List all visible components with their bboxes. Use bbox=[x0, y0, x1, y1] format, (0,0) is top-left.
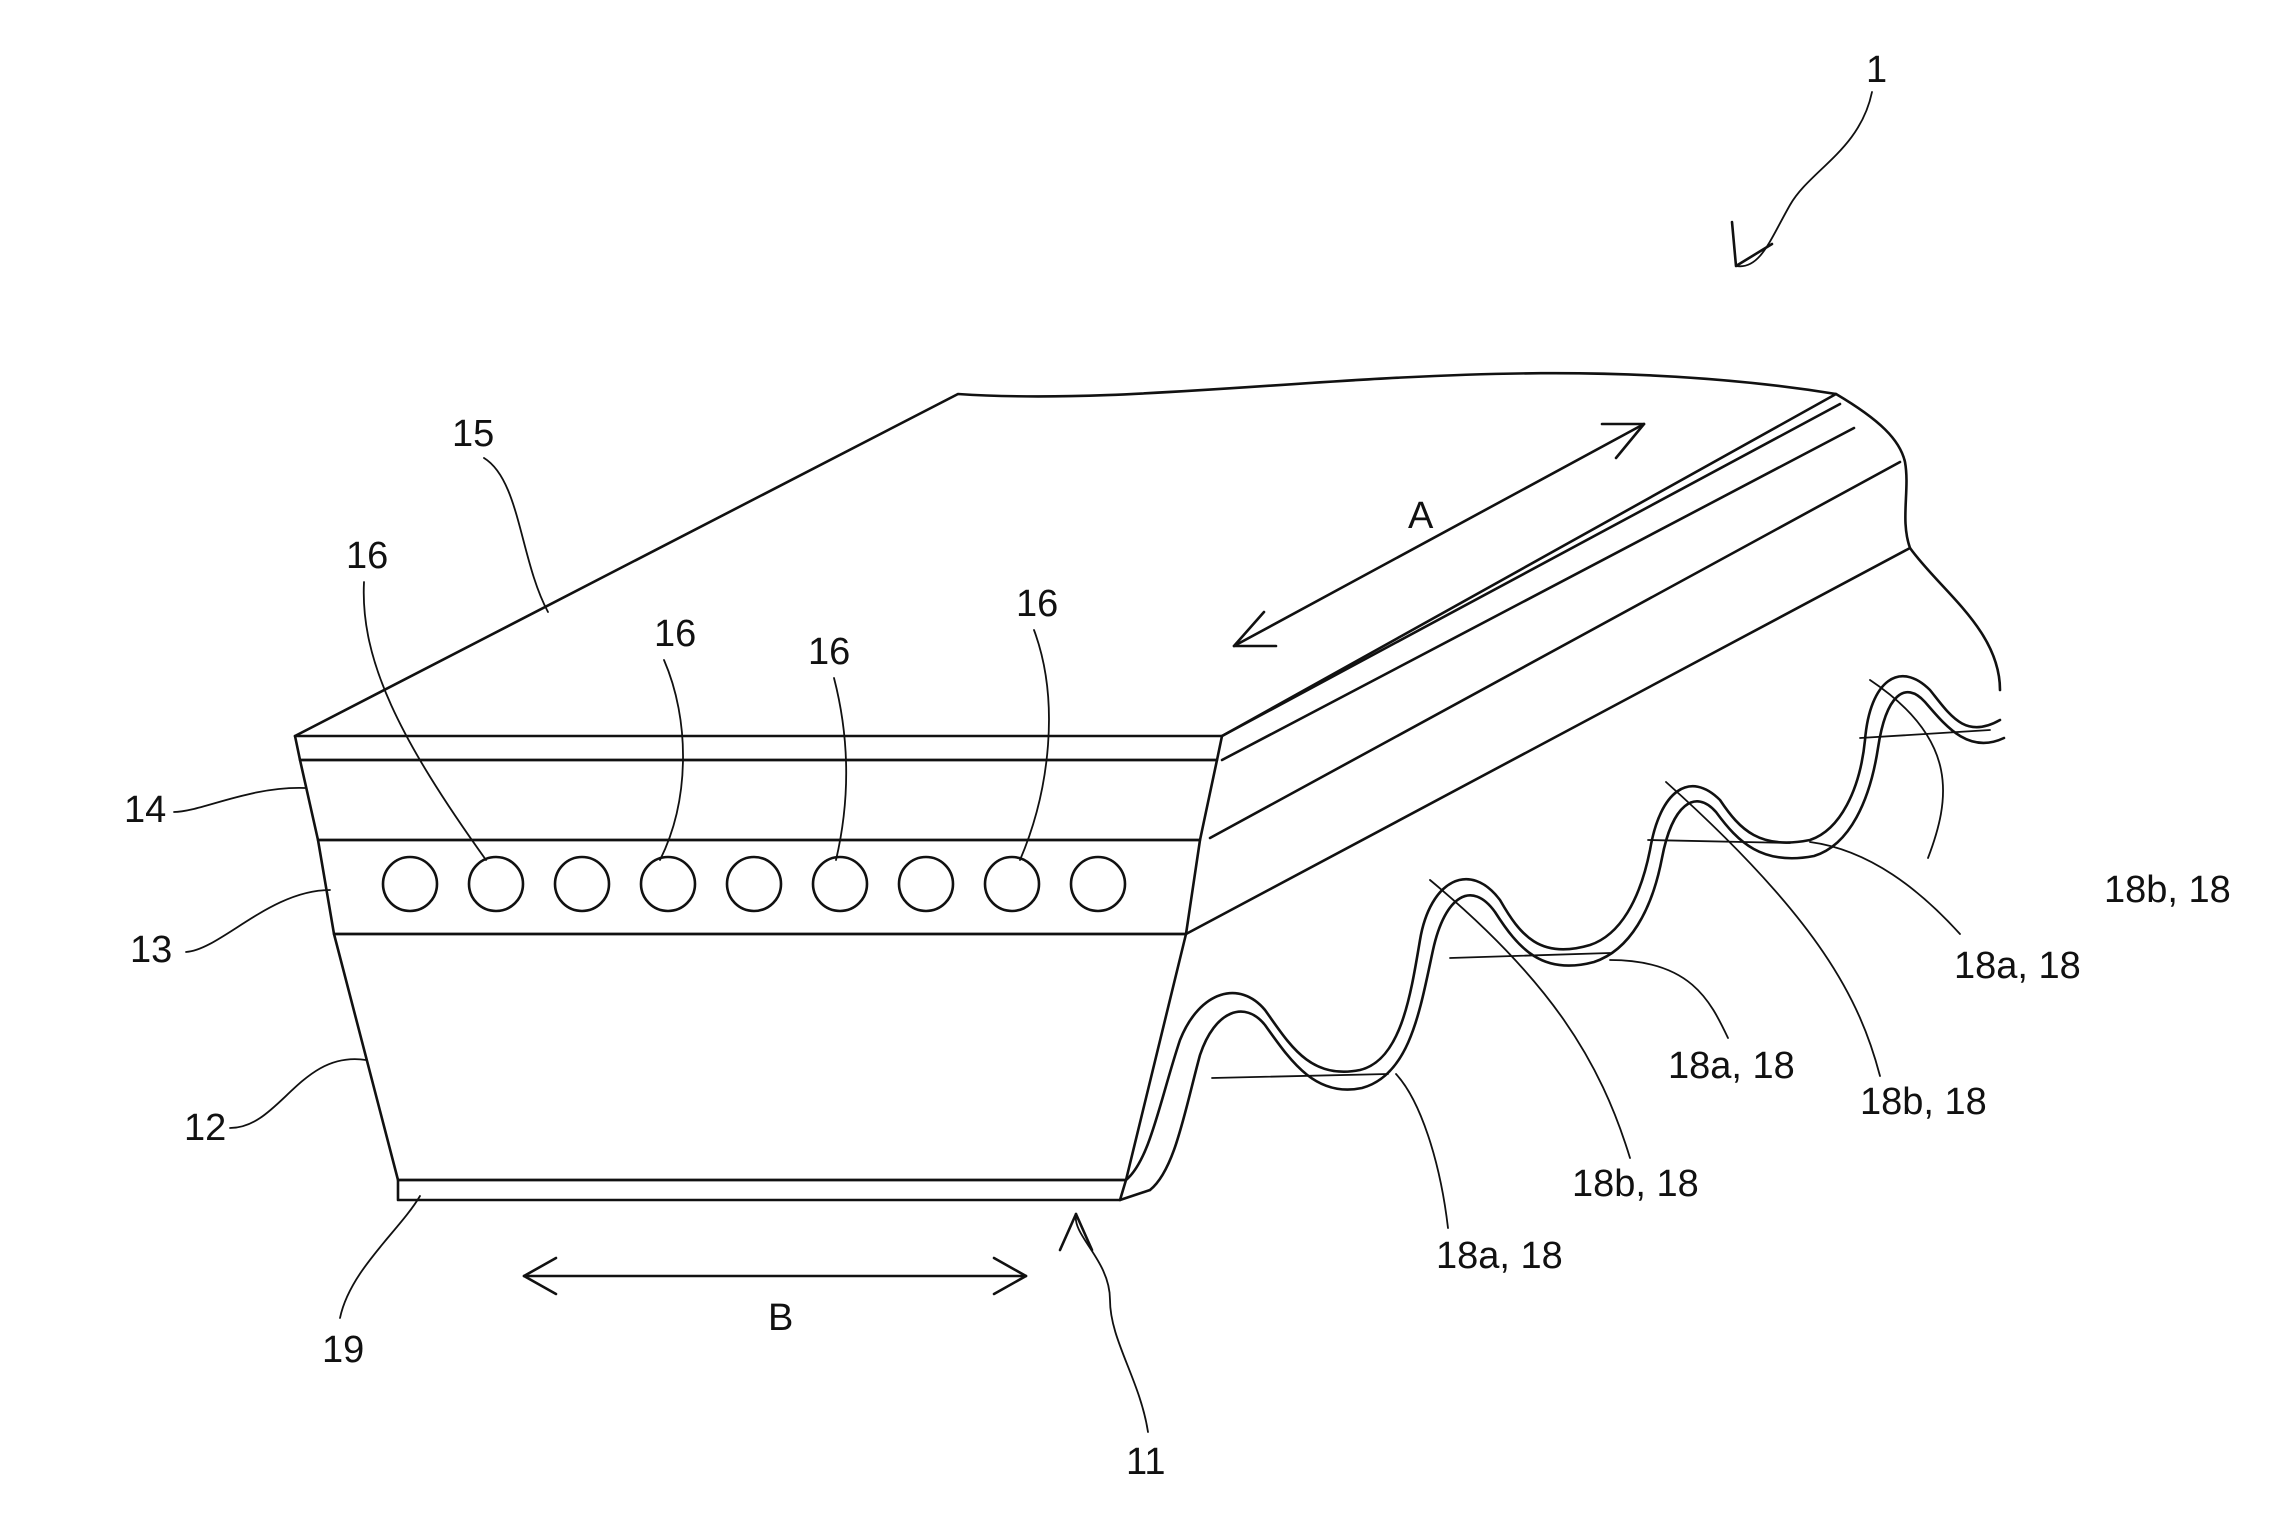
layer-12-compression bbox=[334, 934, 1186, 1180]
label-ref-18b-3: 18b, 18 bbox=[1572, 1163, 1699, 1205]
cord-16 bbox=[383, 857, 437, 911]
cord-16 bbox=[1071, 857, 1125, 911]
label-ref-1: 1 bbox=[1866, 49, 1887, 91]
label-ref-14: 14 bbox=[124, 789, 166, 831]
label-ref-18a-1: 18a, 18 bbox=[1954, 945, 2081, 987]
label-ref-16-d: 16 bbox=[1016, 583, 1058, 625]
belt-top-surface bbox=[295, 373, 1836, 736]
leader-11 bbox=[1076, 1214, 1148, 1432]
label-ref-13: 13 bbox=[130, 929, 172, 971]
cord-16 bbox=[899, 857, 953, 911]
leader-12 bbox=[230, 1059, 366, 1128]
cord-16 bbox=[985, 857, 1039, 911]
label-ref-16-b: 16 bbox=[654, 613, 696, 655]
leader-16-a bbox=[364, 582, 486, 860]
label-ref-15: 15 bbox=[452, 413, 494, 455]
leader-14 bbox=[174, 788, 305, 812]
label-ref-16-a: 16 bbox=[346, 535, 388, 577]
cord-16 bbox=[813, 857, 867, 911]
layer-14-adhesion bbox=[300, 760, 1217, 840]
cord-row bbox=[383, 857, 1125, 911]
reference-labels: 1 15 16 16 16 16 14 13 12 19 11 A B 18b,… bbox=[124, 49, 2231, 1483]
label-ref-19: 19 bbox=[322, 1329, 364, 1371]
leader-1-arrowhead bbox=[1732, 222, 1772, 266]
leader-16-d bbox=[1020, 630, 1049, 860]
leader-18b-1 bbox=[1870, 680, 1943, 858]
layer-13-cord bbox=[318, 840, 1200, 934]
leader-18a-2 bbox=[1610, 960, 1728, 1038]
label-arrow-b: B bbox=[768, 1297, 793, 1339]
leader-18a-3 bbox=[1396, 1074, 1448, 1228]
label-ref-16-c: 16 bbox=[808, 631, 850, 673]
label-ref-18b-1: 18b, 18 bbox=[2104, 869, 2231, 911]
label-arrow-a: A bbox=[1408, 495, 1434, 537]
label-ref-18b-2: 18b, 18 bbox=[1860, 1081, 1987, 1123]
layer-15-cover bbox=[295, 736, 1222, 760]
cord-16 bbox=[555, 857, 609, 911]
layer-19-bottom-cover bbox=[398, 1180, 1126, 1200]
leader-18a-1 bbox=[1810, 842, 1960, 934]
cord-16 bbox=[727, 857, 781, 911]
belt-back-edge bbox=[1836, 394, 2000, 690]
leader-15 bbox=[484, 458, 548, 612]
leader-13 bbox=[186, 890, 330, 952]
side-line-1 bbox=[1222, 404, 1840, 736]
side-line-3 bbox=[1210, 462, 1900, 838]
leader-16-c bbox=[834, 678, 846, 860]
leader-18b-3 bbox=[1430, 880, 1630, 1158]
leader-19 bbox=[340, 1196, 420, 1318]
bottom-edge-connector bbox=[1120, 1190, 1150, 1200]
leader-1 bbox=[1736, 92, 1872, 266]
label-ref-18a-2: 18a, 18 bbox=[1668, 1045, 1795, 1087]
leader-lines bbox=[174, 92, 1960, 1432]
leader-18b-2 bbox=[1666, 782, 1880, 1076]
side-line-2 bbox=[1222, 428, 1854, 760]
label-ref-18a-3: 18a, 18 bbox=[1436, 1235, 1563, 1277]
side-line-4 bbox=[1186, 548, 1910, 934]
label-ref-12: 12 bbox=[184, 1107, 226, 1149]
arrow-b bbox=[524, 1258, 1026, 1294]
cord-16 bbox=[469, 857, 523, 911]
tooth-base-line-1 bbox=[1212, 1074, 1388, 1078]
label-ref-11: 11 bbox=[1126, 1441, 1165, 1483]
cord-16 bbox=[641, 857, 695, 911]
